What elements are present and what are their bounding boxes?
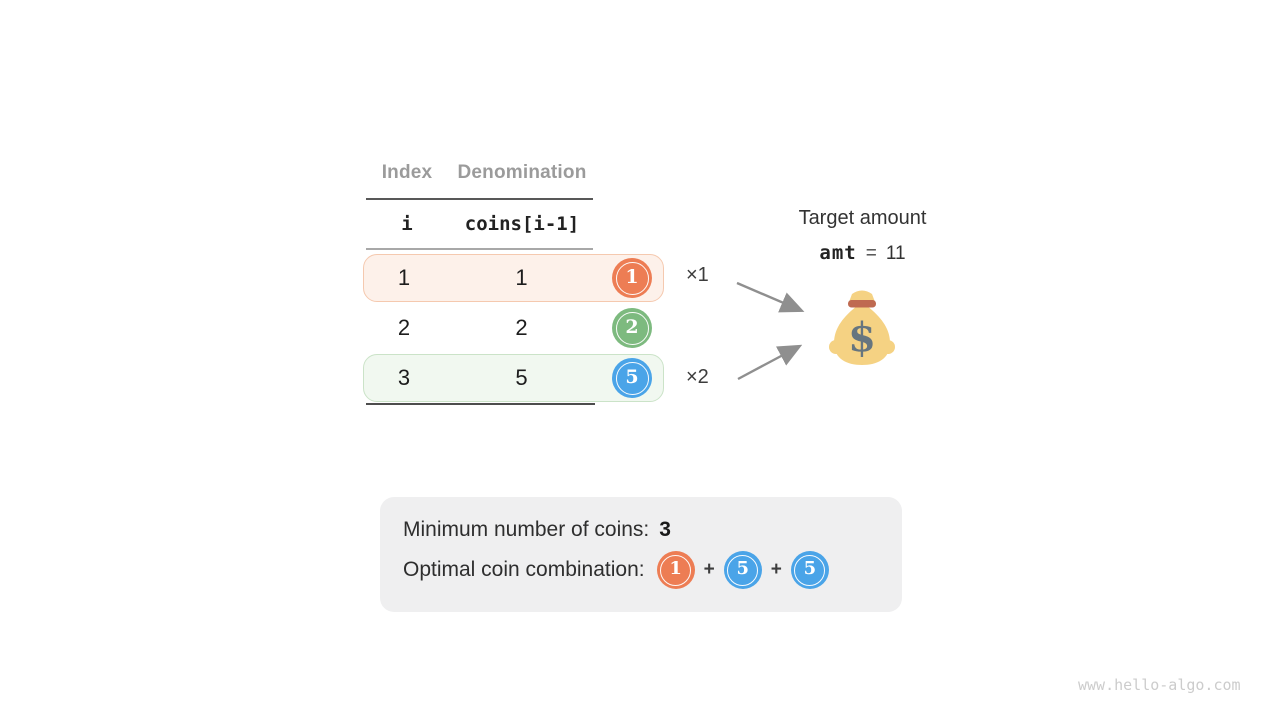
combination-label: Optimal coin combination: bbox=[403, 558, 645, 581]
combination-line: Optimal coin combination: 1 + 5 + 5 bbox=[403, 550, 879, 590]
plus-sign: + bbox=[703, 559, 715, 580]
column-header-index: Index bbox=[381, 162, 433, 183]
min-coins-label: Minimum number of coins: bbox=[403, 518, 650, 541]
row1-denomination: 1 bbox=[515, 265, 528, 290]
table-row-2: 2 2 2 bbox=[363, 304, 664, 352]
table-rule-top bbox=[366, 198, 593, 200]
summary-box: Minimum number of coins: 3 Optimal coin … bbox=[380, 497, 902, 612]
target-amount-title: Target amount bbox=[798, 207, 927, 229]
arrow-row1-to-bag-icon bbox=[736, 281, 805, 313]
target-amount-equation: amt = 11 bbox=[770, 242, 955, 265]
code-header-i: i bbox=[401, 213, 413, 235]
money-bag-icon: $ bbox=[829, 290, 895, 365]
row3-denomination: 5 bbox=[515, 365, 528, 390]
min-coins-value: 3 bbox=[659, 518, 671, 541]
arrow-row3-to-bag-icon bbox=[737, 344, 803, 381]
row1-index: 1 bbox=[397, 265, 411, 290]
row2-denomination: 2 bbox=[515, 315, 528, 340]
code-header-coins: coins[i-1] bbox=[464, 213, 580, 235]
equals-sign: = bbox=[865, 243, 877, 264]
amt-variable: amt bbox=[819, 242, 857, 264]
column-header-denomination: Denomination bbox=[457, 162, 587, 183]
row2-index: 2 bbox=[397, 315, 411, 340]
min-coins-line: Minimum number of coins: 3 bbox=[403, 518, 879, 542]
plus-sign: + bbox=[770, 559, 782, 580]
combo-coin-5a-icon: 5 bbox=[723, 551, 762, 589]
svg-text:$: $ bbox=[848, 314, 876, 361]
coin-5-icon: 5 bbox=[612, 358, 652, 398]
multiplier-times-2: ×2 bbox=[686, 366, 709, 388]
multiplier-times-1: ×1 bbox=[686, 264, 709, 286]
table-rule-bottom bbox=[366, 403, 595, 405]
combo-coin-1-icon: 1 bbox=[656, 551, 695, 589]
table-row-1: 1 1 1 bbox=[363, 254, 664, 302]
row3-index: 3 bbox=[397, 365, 411, 390]
watermark: www.hello-algo.com bbox=[1078, 676, 1241, 694]
amt-value: 11 bbox=[885, 243, 906, 264]
coin-2-icon: 2 bbox=[612, 308, 652, 348]
coin-1-icon: 1 bbox=[612, 258, 652, 298]
coin-combination: 1 + 5 + 5 bbox=[656, 551, 829, 589]
combo-coin-5b-icon: 5 bbox=[790, 551, 829, 589]
table-row-3: 3 5 5 bbox=[363, 354, 664, 402]
table-rule-middle bbox=[366, 248, 593, 250]
